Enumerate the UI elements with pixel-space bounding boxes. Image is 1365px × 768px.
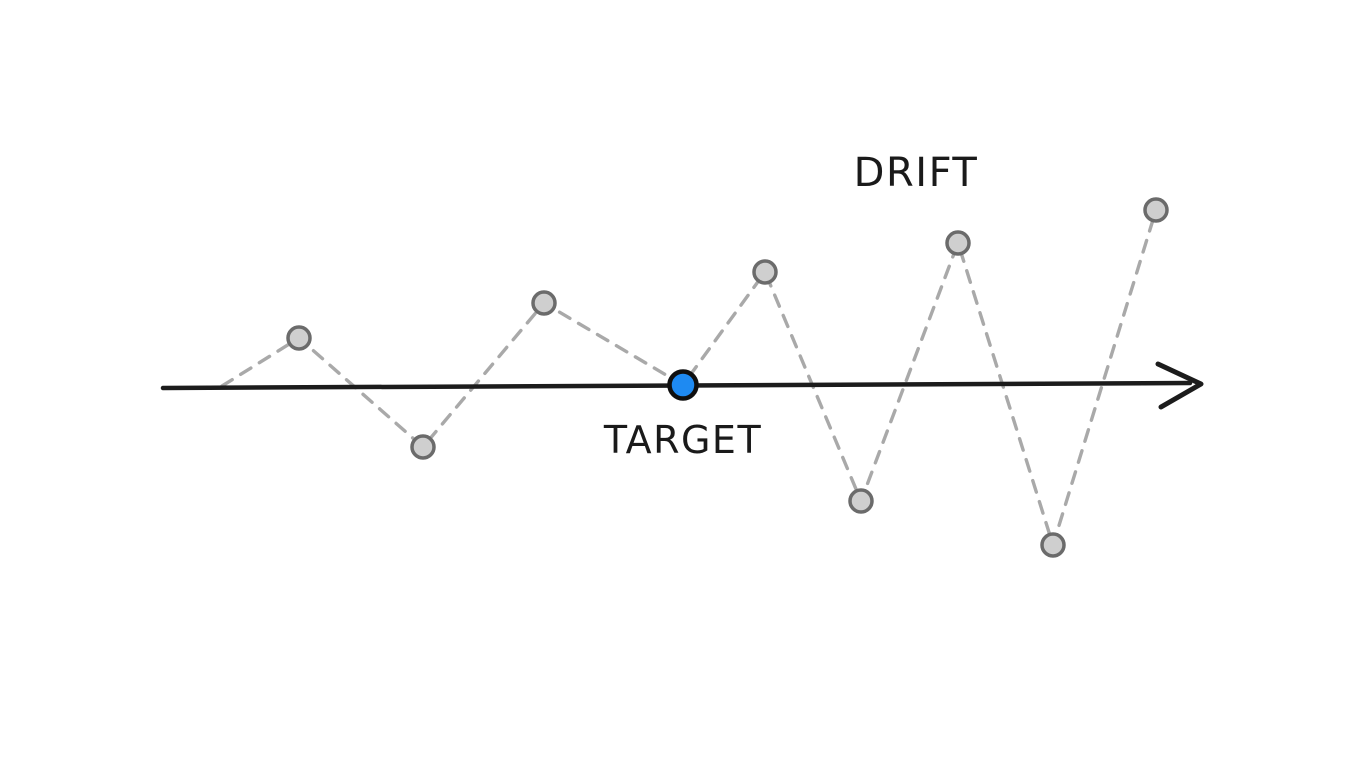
diagram-shapes-layer (160, 197, 1204, 558)
sample-point (286, 325, 312, 351)
drift-label: DRIFT (854, 150, 979, 196)
sample-point (752, 259, 778, 285)
target-label: TARGET (603, 418, 762, 462)
sample-point (945, 230, 971, 256)
target-point (667, 369, 699, 401)
sample-point (848, 488, 874, 514)
sample-point (531, 290, 557, 316)
axis-arrowhead-icon (1155, 361, 1204, 410)
sample-point (1143, 197, 1169, 223)
sample-point (410, 434, 436, 460)
sample-point (1040, 532, 1066, 558)
axis-line (160, 380, 1193, 391)
